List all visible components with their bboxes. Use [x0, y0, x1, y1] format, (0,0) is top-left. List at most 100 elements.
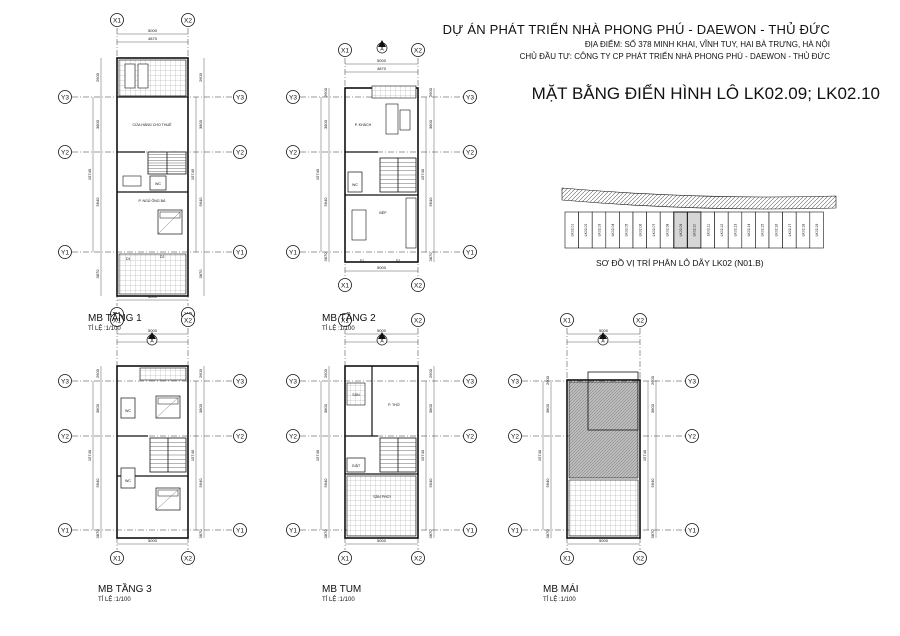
grid-bubble-label: X2: [414, 318, 422, 325]
grid-bubble-y1: Y1: [233, 523, 247, 537]
grid-bubble-y1: Y1: [58, 523, 72, 537]
bed-sheet: [155, 395, 181, 419]
grid-bubble-circle: [560, 551, 574, 565]
grid-bubble-circle: [685, 429, 699, 443]
grid-bubble-label: Y3: [511, 379, 519, 386]
grid-bubble-label: Y3: [289, 95, 297, 102]
grid-bubble-label: Y3: [289, 379, 297, 386]
lot-label: LK02.02: [584, 224, 588, 237]
grid-bubble-label: X2: [414, 48, 422, 55]
outer-wall: [566, 379, 641, 539]
dimension-seg: 3800: [95, 119, 100, 129]
grid-bubble-circle: [463, 429, 477, 443]
dimension-width-bottom: 5000: [599, 538, 609, 543]
grid-bubble-label: X2: [184, 556, 192, 563]
dimension-seg: 2600: [323, 368, 328, 378]
grid-bubble-y3: Y3: [286, 90, 300, 104]
outer-wall: [344, 365, 419, 539]
grid-bubble-y3: Y3: [58, 90, 72, 104]
grid-bubble-x1: X1: [338, 278, 352, 292]
dimension-seg: 3870: [198, 529, 203, 539]
project-address: ĐỊA ĐIỂM: SỐ 378 MINH KHAI, VĨNH TUY, HA…: [584, 40, 830, 49]
grid-bubble-y3: Y3: [463, 90, 477, 104]
grid-bubble-label: Y2: [236, 434, 244, 441]
grid-bubble-y2: Y2: [463, 429, 477, 443]
grid-bubble-circle: [411, 278, 425, 292]
dimension-width-bottom: 5000: [377, 265, 387, 270]
drying-yard: [346, 475, 417, 537]
room-label-altar: P. THỜ: [388, 402, 400, 407]
grid-bubble-label: X1: [341, 556, 349, 563]
grid-bubble-x2: X2: [411, 43, 425, 57]
dimension-seg: 3870: [323, 252, 328, 262]
grid-bubble-label: X2: [414, 283, 422, 290]
terrace: [346, 382, 366, 406]
lot-label: LK02.17: [788, 224, 792, 237]
lot-label: LK02.13: [734, 224, 738, 237]
dimension-seg: 3800: [198, 403, 203, 413]
dimension-seg: 3870: [428, 252, 433, 262]
grid-bubble-x2: X2: [411, 551, 425, 565]
grid-bubble-label: Y1: [466, 250, 474, 257]
dimension-seg: 2600: [428, 368, 433, 378]
door-label: D2: [396, 259, 401, 263]
lot-label: LK02.12: [720, 224, 724, 237]
dimension-total: 15740: [315, 168, 320, 180]
grid-bubble-label: Y2: [61, 150, 69, 157]
grid-bubble-y1: Y1: [463, 523, 477, 537]
dimension-total: 15740: [87, 168, 92, 180]
grid-bubble-circle: [110, 313, 124, 327]
sofa: [385, 103, 399, 135]
room-label-laundry: GIẶT: [352, 464, 361, 468]
grid-bubble-circle: [633, 551, 647, 565]
lot-label: LK02.01: [570, 224, 574, 237]
bed-pillow: [157, 489, 179, 497]
grid-bubble-y2: Y2: [58, 145, 72, 159]
grid-bubble-label: Y1: [61, 250, 69, 257]
grid-bubble-label: Y1: [511, 528, 519, 535]
grid-bubble-y2: Y2: [58, 429, 72, 443]
grid-bubble-circle: [463, 145, 477, 159]
grid-bubble-label: X1: [341, 283, 349, 290]
door-label: D1: [360, 259, 365, 263]
dimension-total: 15740: [420, 168, 425, 180]
grid-bubble-label: Y2: [511, 434, 519, 441]
grid-bubble-circle: [181, 13, 195, 27]
dimension-seg: 5640: [95, 197, 100, 207]
grid-bubble-circle: [233, 90, 247, 104]
plan-scale-floor2: TỈ LỆ :1/100: [322, 326, 355, 332]
dimension-seg: 3800: [198, 119, 203, 129]
grid-bubble-y3: Y3: [685, 374, 699, 388]
grid-bubble-y3: Y3: [233, 374, 247, 388]
dimension-seg: 2600: [545, 375, 550, 385]
grid-bubble-circle: [685, 523, 699, 537]
grid-bubble-label: X1: [113, 318, 121, 325]
sink-counter: [122, 175, 142, 187]
lot-label: LK02.09: [679, 224, 683, 237]
lot-label: LK02.18: [802, 224, 806, 237]
dimension-total: 15740: [642, 449, 647, 461]
grid-bubble-label: Y1: [466, 528, 474, 535]
plan-title-floor2: MB TẦNG 2: [322, 313, 376, 324]
section-marker-arrow: [378, 332, 386, 339]
dimension-seg: 2600: [650, 375, 655, 385]
lot-label: LK02.14: [747, 224, 751, 237]
grid-bubble-circle: [685, 374, 699, 388]
grid-bubble-label: X1: [563, 318, 571, 325]
lot-cell: [809, 211, 824, 249]
wc-block: [149, 175, 167, 191]
grid-bubble-circle: [286, 374, 300, 388]
grid-bubble-label: Y1: [61, 528, 69, 535]
room-label-shop: CỬA HÀNG CHO THUÊ: [133, 122, 173, 127]
dimension-seg: 3870: [545, 529, 550, 539]
dimension-total: 15740: [87, 449, 92, 461]
grid-bubble-circle: [58, 429, 72, 443]
dimension-seg: 5640: [650, 478, 655, 488]
roof-terrace: [568, 479, 639, 537]
dimension-seg: 3800: [323, 119, 328, 129]
room-label-wc2: WC: [125, 479, 131, 483]
dimension-seg: 3800: [428, 403, 433, 413]
grid-bubble-label: Y1: [236, 528, 244, 535]
